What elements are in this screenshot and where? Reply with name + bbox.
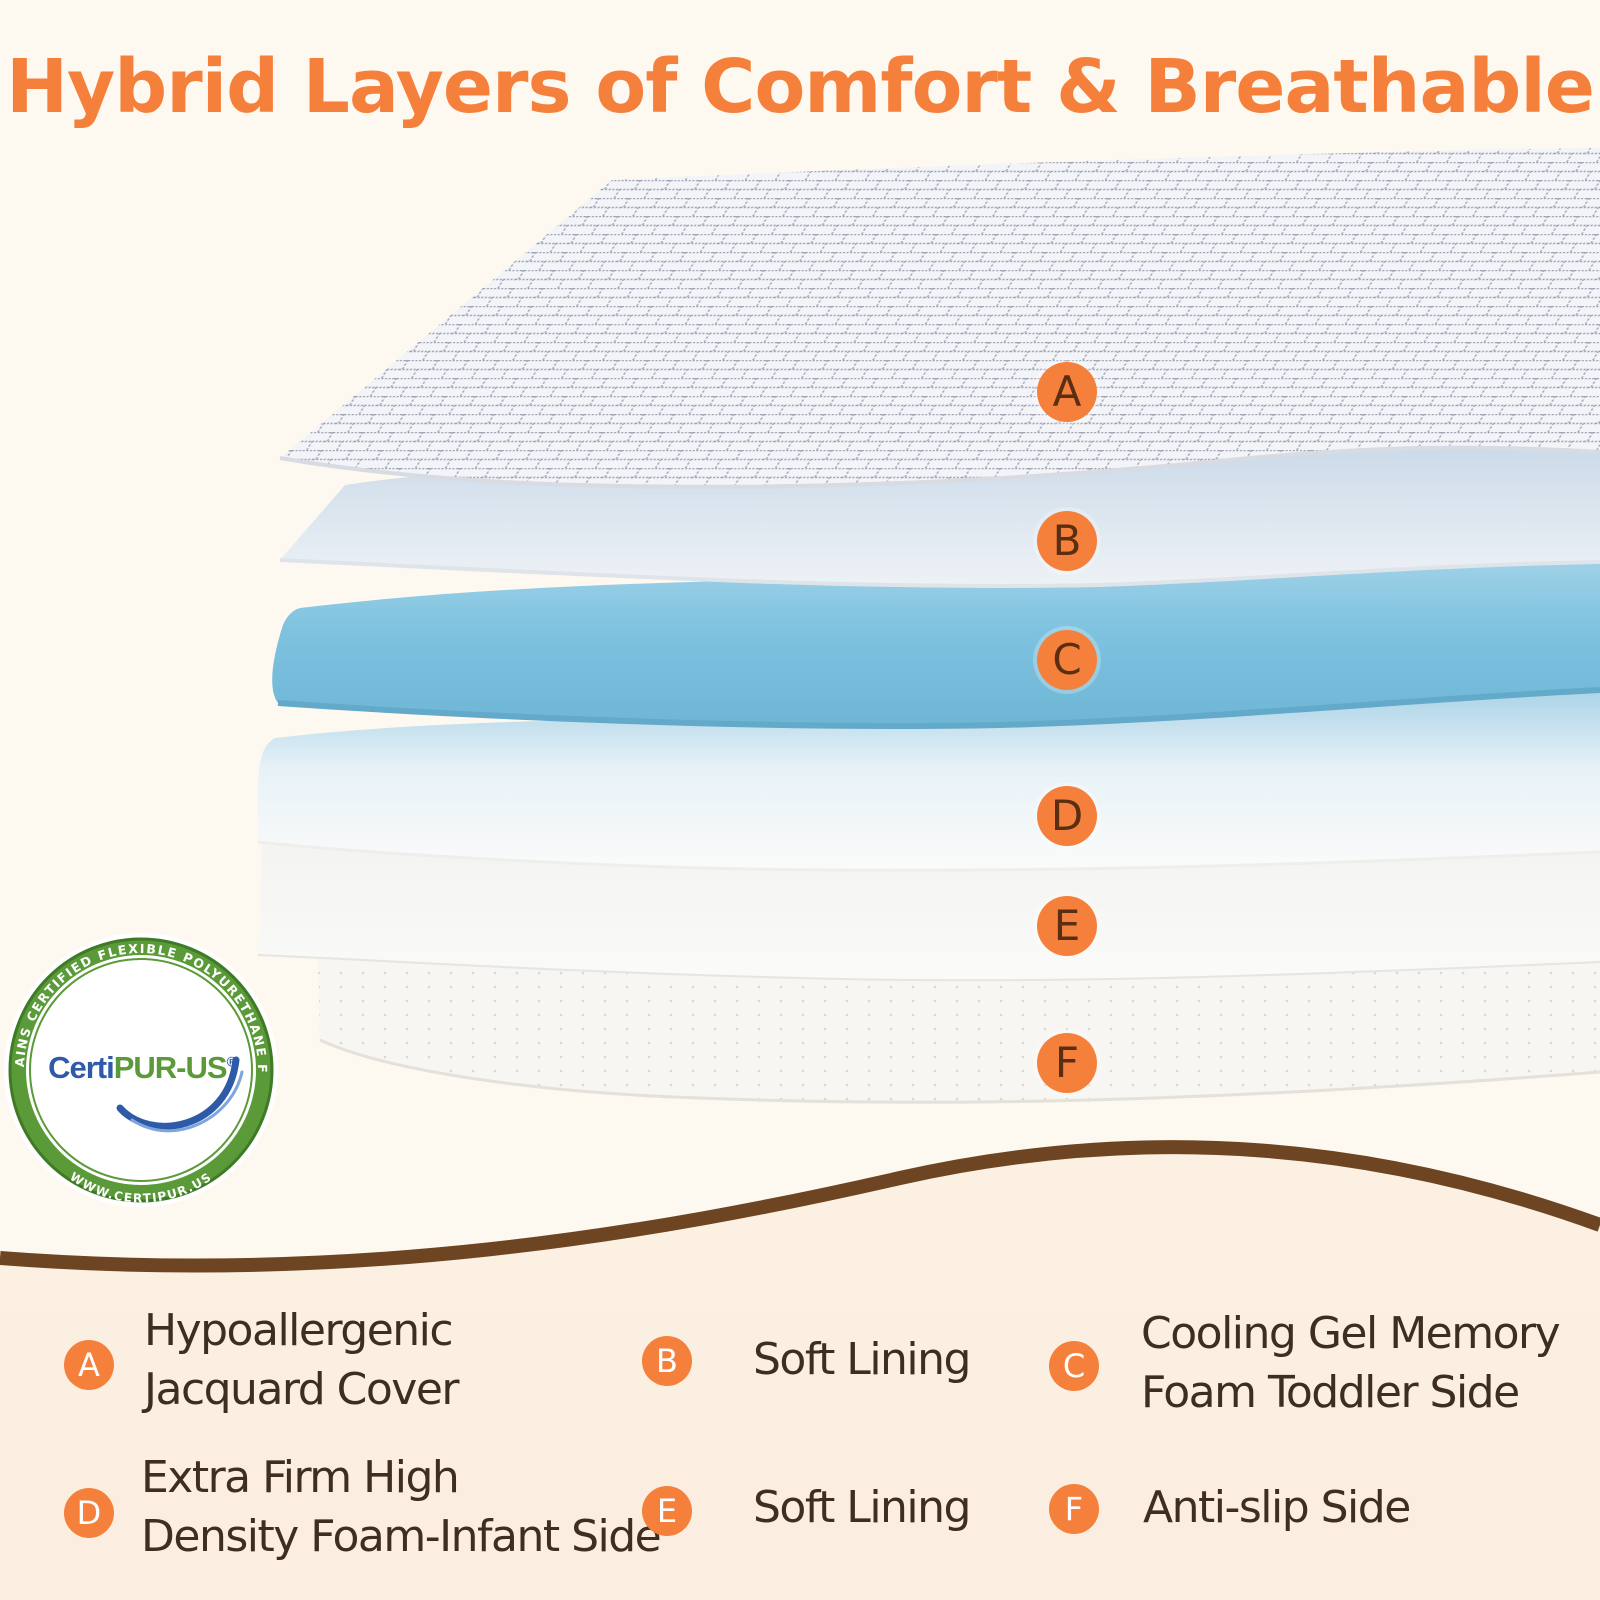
legend-label-d-line-1: Extra Firm High [141, 1452, 460, 1503]
badge-brand-prefix: Certi [48, 1050, 115, 1085]
legend-dot-d: D [64, 1488, 114, 1538]
legend-label-f: Anti-slip Side [1143, 1478, 1411, 1537]
badge-registered-mark: ® [226, 1053, 237, 1070]
layer-marker-b: B [1037, 511, 1097, 571]
layer-marker-e: E [1037, 896, 1097, 956]
legend-dot-f: F [1049, 1484, 1099, 1534]
badge-brand: CertiPUR-US® [34, 1052, 250, 1083]
layer-a-jacquard-cover [280, 148, 1600, 487]
layer-marker-a: A [1037, 362, 1097, 422]
legend-label-c: Cooling Gel Memory Foam Toddler Side [1141, 1304, 1561, 1422]
layer-marker-f: F [1037, 1033, 1097, 1093]
legend-label-a-line-2: Jacquard Cover [144, 1364, 459, 1415]
legend-label-b: Soft Lining [753, 1330, 971, 1389]
layer-marker-c: C [1037, 630, 1097, 690]
legend-label-c-line-1: Cooling Gel Memory [1141, 1308, 1561, 1359]
legend-dot-b: B [642, 1336, 692, 1386]
legend-dot-a: A [64, 1340, 114, 1390]
legend-label-a-line-1: Hypoallergenic [144, 1305, 454, 1356]
legend-label-b-line-1: Soft Lining [753, 1334, 971, 1385]
legend-label-e-line-1: Soft Lining [753, 1482, 971, 1533]
legend-label-d: Extra Firm High Density Foam-Infant Side [141, 1448, 662, 1566]
brown-wave-divider [0, 1140, 1600, 1273]
legend-label-e: Soft Lining [753, 1478, 971, 1537]
page-title: Hybrid Layers of Comfort & Breathable [6, 44, 1595, 130]
legend-dot-e: E [642, 1486, 692, 1536]
legend-label-d-line-2: Density Foam-Infant Side [141, 1511, 662, 1562]
legend-label-f-line-1: Anti-slip Side [1143, 1482, 1411, 1533]
legend-label-c-line-2: Foam Toddler Side [1141, 1367, 1520, 1418]
layer-marker-d: D [1037, 786, 1097, 846]
layer-c-gel-foam [272, 540, 1600, 726]
layer-d-firm-foam [258, 688, 1600, 871]
badge-brand-suffix: PUR-US [113, 1050, 228, 1085]
legend-label-a: Hypoallergenic Jacquard Cover [144, 1301, 459, 1419]
legend-dot-c: C [1049, 1341, 1099, 1391]
